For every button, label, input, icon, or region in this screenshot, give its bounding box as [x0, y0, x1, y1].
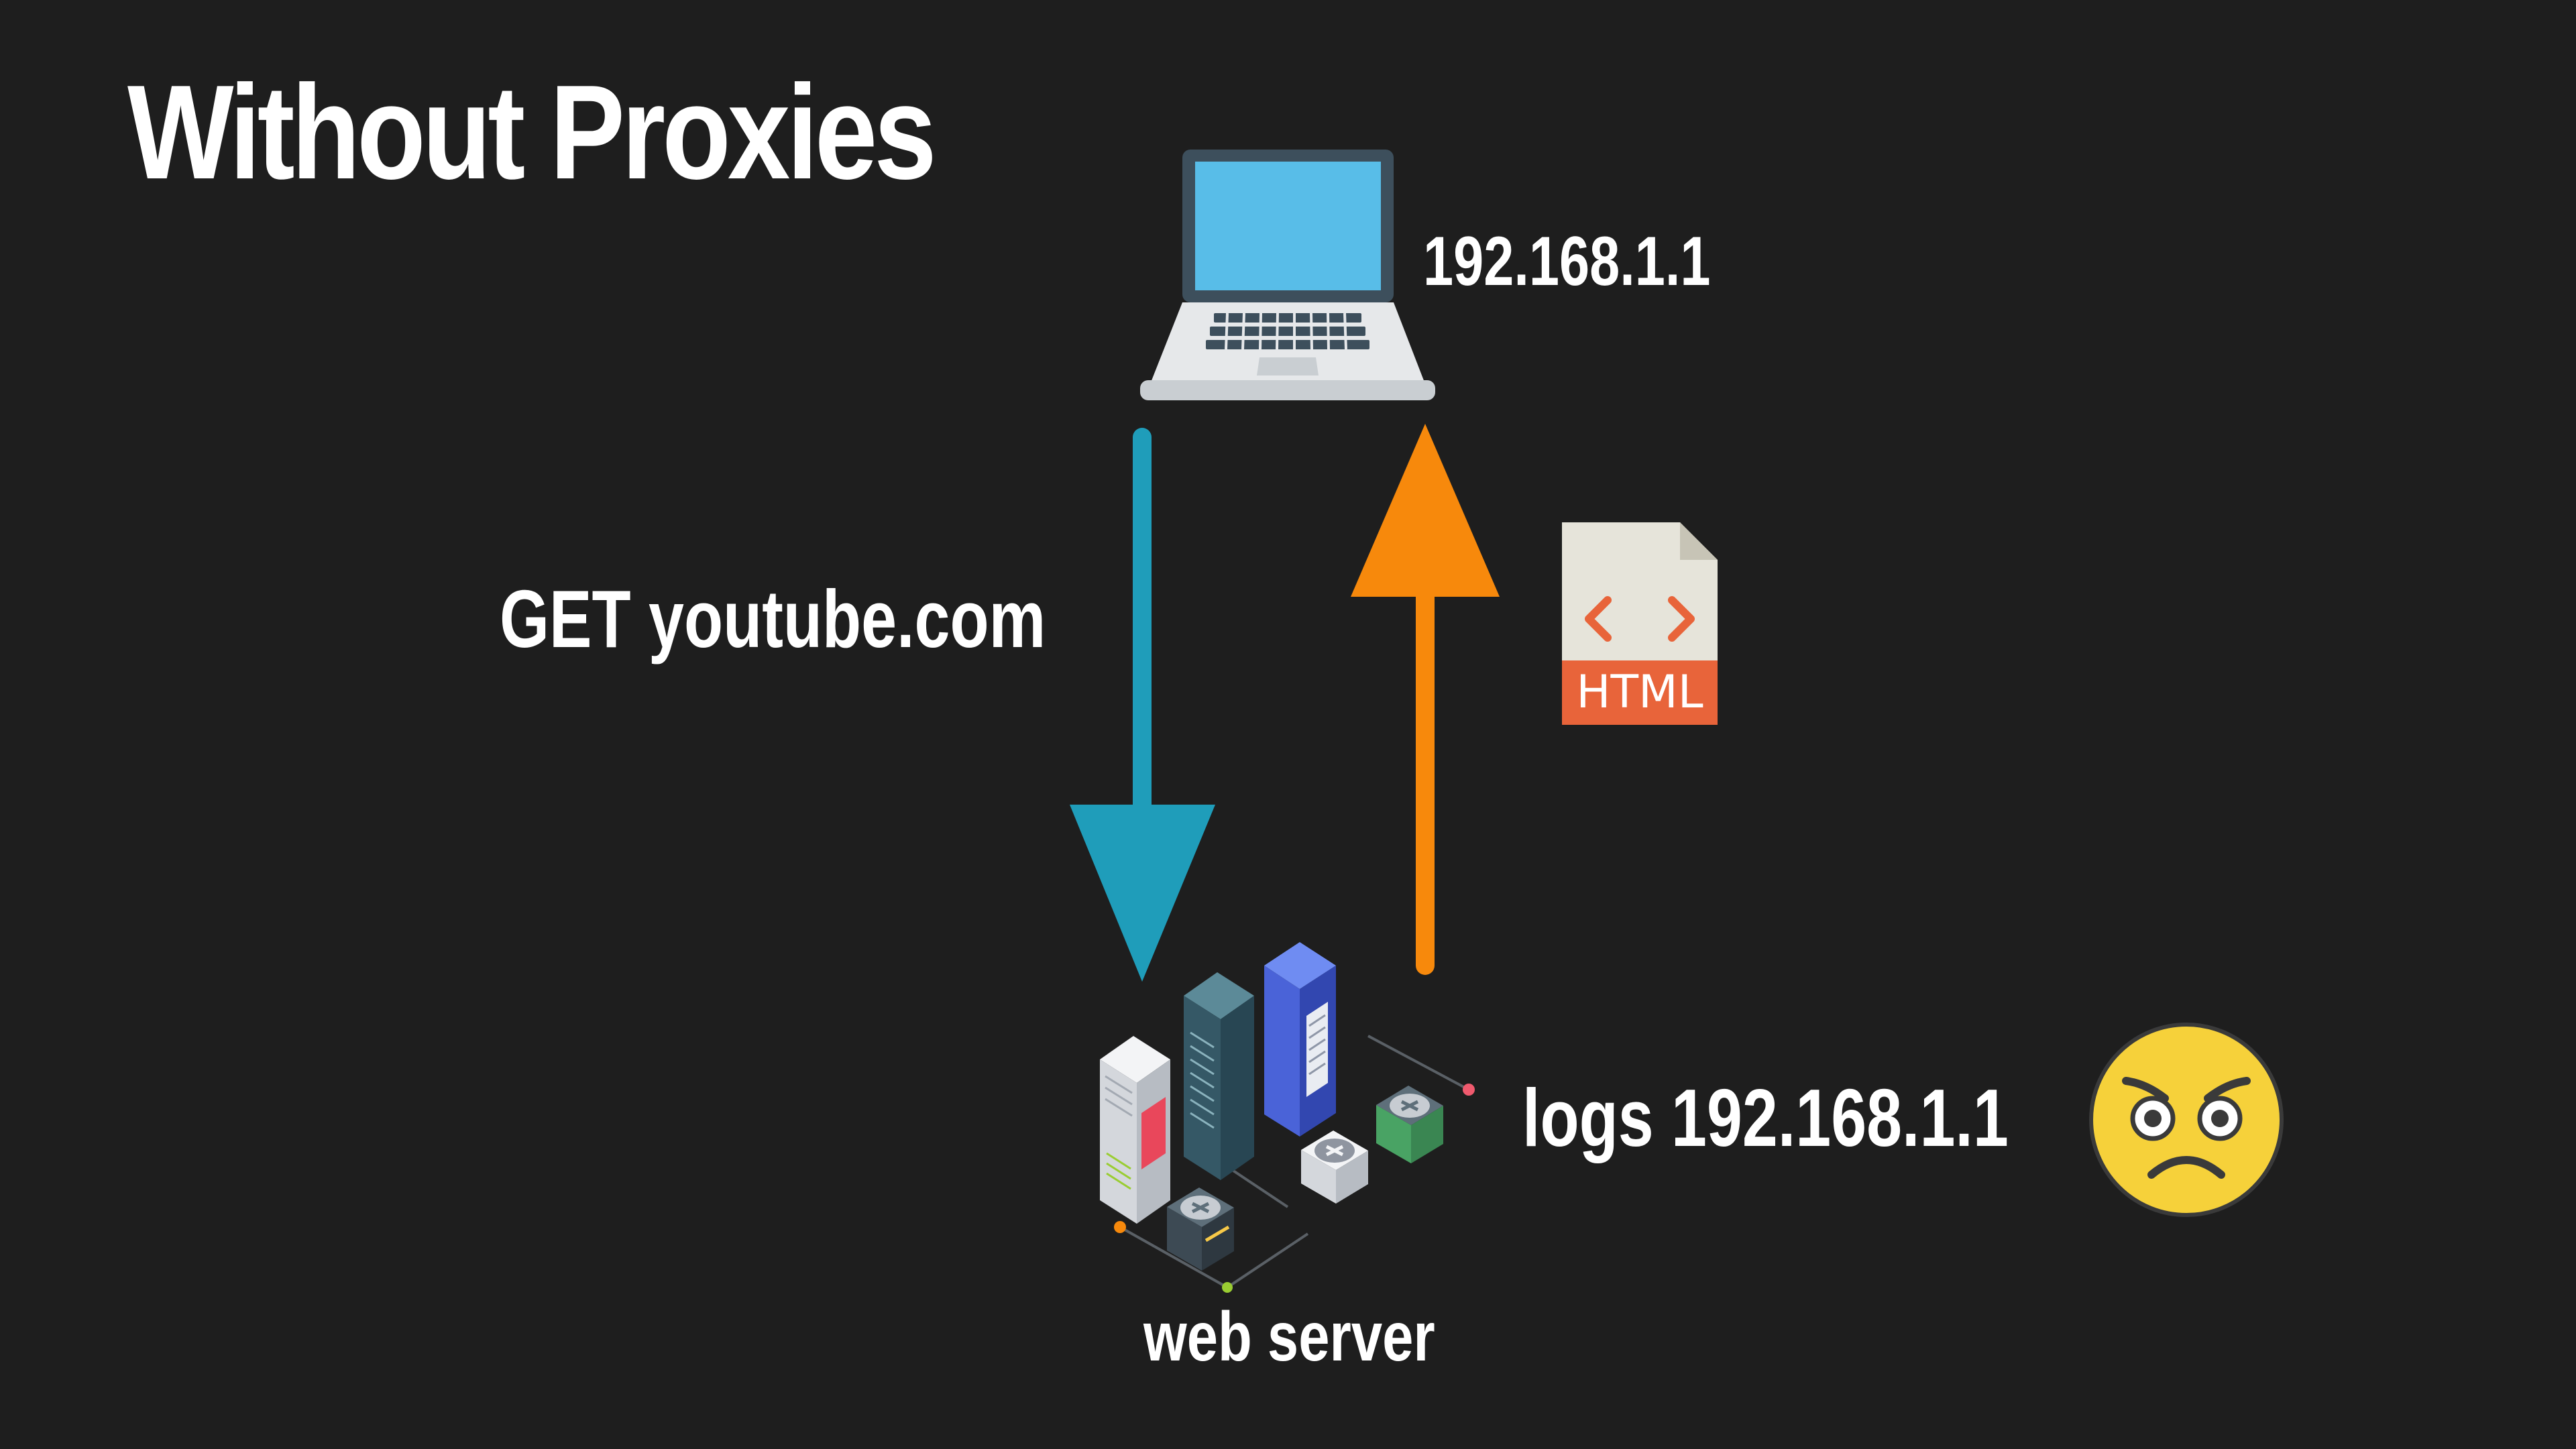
html-file-icon: HTML — [1562, 522, 1718, 725]
request-label: GET youtube.com — [500, 573, 1046, 664]
angry-face-emoji — [2089, 1023, 2284, 1217]
response-arrow — [1351, 424, 1500, 975]
client-ip-label: 192.168.1.1 — [1423, 223, 1711, 300]
request-arrow — [1070, 428, 1215, 982]
slide-title: Without Proxies — [127, 58, 937, 207]
html-file-badge-label: HTML — [1576, 666, 1703, 719]
web-server-label: web server — [1143, 1298, 1435, 1376]
server-cluster-icon — [1100, 942, 1475, 1293]
laptop-icon — [1140, 150, 1435, 400]
server-log-label: logs 192.168.1.1 — [1522, 1072, 2009, 1163]
